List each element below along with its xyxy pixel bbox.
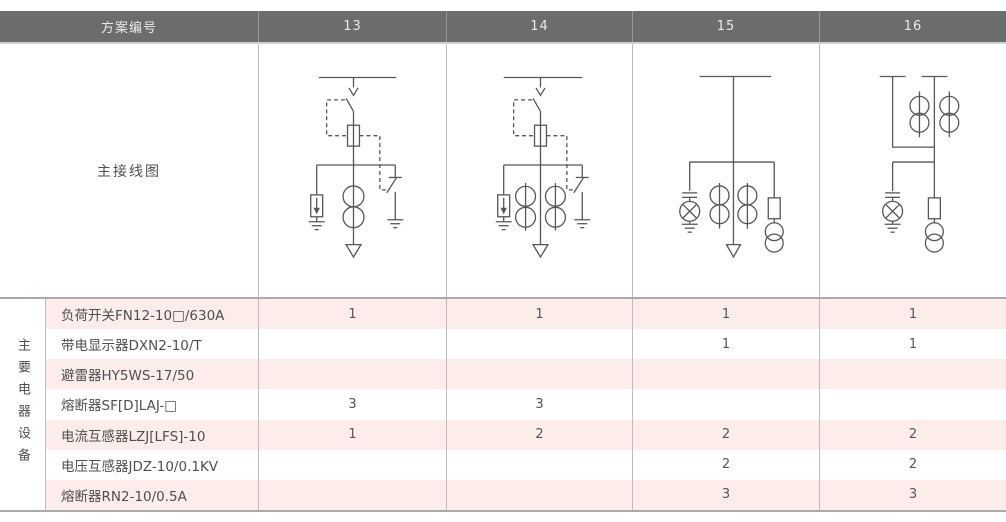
voltage-transformer-icon xyxy=(924,222,944,253)
equipment-name-cell: 带电显示器DXN2-10/T xyxy=(45,329,258,360)
voltage-transformer-icon xyxy=(764,222,784,253)
quantity-cell: 2 xyxy=(819,449,1006,480)
quantity-cell xyxy=(258,329,446,360)
current-transformer-icon xyxy=(909,91,930,138)
earthing-switch-icon xyxy=(573,165,589,220)
ground-icon xyxy=(387,219,404,229)
quantity-cell xyxy=(446,479,632,510)
feeder-arrow-icon xyxy=(531,243,550,259)
quantity-cell xyxy=(446,359,632,390)
quantity-cell xyxy=(819,389,1006,420)
header-scheme-number-label: 方案编号 xyxy=(100,21,157,36)
quantity-cell: 1 xyxy=(446,299,632,330)
header-scheme-16: 16 xyxy=(819,11,1006,42)
current-transformer-icon xyxy=(342,185,365,229)
quantity-cell xyxy=(258,449,446,480)
quantity-cell: 1 xyxy=(632,299,819,330)
equipment-name-cell: 负荷开关FN12-10□/630A xyxy=(45,299,258,330)
surge-arrester-icon xyxy=(310,165,324,222)
current-transformer-icon xyxy=(514,182,537,231)
quantity-cell: 2 xyxy=(446,419,632,450)
single-line-diagram-14 xyxy=(495,76,591,259)
quantity-cell: 3 xyxy=(258,389,446,420)
quantity-cell: 2 xyxy=(632,449,819,480)
diagram-cell-scheme-14 xyxy=(446,44,632,297)
side-label-main-electrical-equipment: 主要电器设备 xyxy=(15,338,30,471)
equipment-name-cell: 电流互感器LZJ[LFS]-10 xyxy=(45,419,258,450)
header-scheme-14: 14 xyxy=(446,11,632,42)
equipment-name-cell: 熔断器RN2-10/0.5A xyxy=(45,479,258,510)
feeder-arrow-icon xyxy=(344,243,363,259)
quantity-cell xyxy=(446,449,632,480)
quantity-cell xyxy=(632,389,819,420)
quantity-cell: 3 xyxy=(632,479,819,510)
quantity-cell: 1 xyxy=(632,329,819,360)
interlock-linkage xyxy=(512,99,574,191)
live-display-icon xyxy=(679,162,701,225)
quantity-cell xyxy=(446,329,632,360)
header-scheme-13: 13 xyxy=(258,11,446,42)
quantity-cell: 2 xyxy=(819,419,1006,450)
quantity-cell: 1 xyxy=(819,329,1006,360)
quantity-cell: 3 xyxy=(446,389,632,420)
diagram-cell-scheme-13 xyxy=(258,44,446,297)
fuse-icon xyxy=(533,124,548,147)
quantity-cell: 1 xyxy=(258,299,446,330)
quantity-cell: 3 xyxy=(819,479,1006,510)
current-transformer-icon xyxy=(544,182,567,231)
diagram-cell-scheme-16 xyxy=(819,44,1006,297)
scheme-table: 方案编号 13 14 15 16 主接线图 xyxy=(0,11,1006,512)
feeder-arrow-icon xyxy=(725,243,742,259)
equipment-name-cell: 避雷器HY5WS-17/50 xyxy=(45,359,258,390)
single-line-diagram-13 xyxy=(308,76,404,259)
ground-icon xyxy=(495,221,512,231)
current-transformer-icon xyxy=(709,182,730,229)
ground-icon xyxy=(574,219,591,229)
live-display-icon xyxy=(882,162,904,225)
fuse-icon xyxy=(767,162,781,224)
equipment-quantity-table: 主要电器设备 负荷开关FN12-10□/630A 1 1 1 1 带电显示器DX… xyxy=(0,297,1006,512)
quantity-cell: 1 xyxy=(819,299,1006,330)
ground-icon xyxy=(681,223,698,233)
ground-icon xyxy=(884,223,901,233)
quantity-cell xyxy=(819,359,1006,390)
quantity-cell xyxy=(258,359,446,390)
single-line-diagram-15 xyxy=(679,75,784,259)
earthing-switch-icon xyxy=(386,165,402,220)
equipment-name-cell: 电压互感器JDZ-10/0.1KV xyxy=(45,449,258,480)
quantity-cell: 2 xyxy=(632,419,819,450)
equipment-name-cell: 熔断器SF[D]LAJ-□ xyxy=(45,389,258,420)
bus-link-line xyxy=(891,76,935,148)
fuse-icon xyxy=(346,124,361,147)
current-transformer-icon xyxy=(737,182,758,229)
header-scheme-15: 15 xyxy=(632,11,819,42)
interlock-linkage xyxy=(325,99,387,191)
diagram-cell-scheme-15 xyxy=(632,44,819,297)
quantity-cell xyxy=(258,479,446,510)
load-switch-icon xyxy=(345,77,359,112)
main-wiring-diagram-row: 主接线图 xyxy=(0,44,1006,297)
ground-icon xyxy=(308,221,325,231)
table-header-row: 方案编号 13 14 15 16 xyxy=(0,11,1006,44)
single-line-diagram-16 xyxy=(879,75,960,253)
surge-arrester-icon xyxy=(497,165,511,222)
fuse-icon xyxy=(927,197,941,224)
diagram-row-label: 主接线图 xyxy=(97,163,161,180)
quantity-cell xyxy=(632,359,819,390)
quantity-cell: 1 xyxy=(258,419,446,450)
load-switch-icon xyxy=(532,77,546,112)
current-transformer-icon xyxy=(939,91,960,138)
